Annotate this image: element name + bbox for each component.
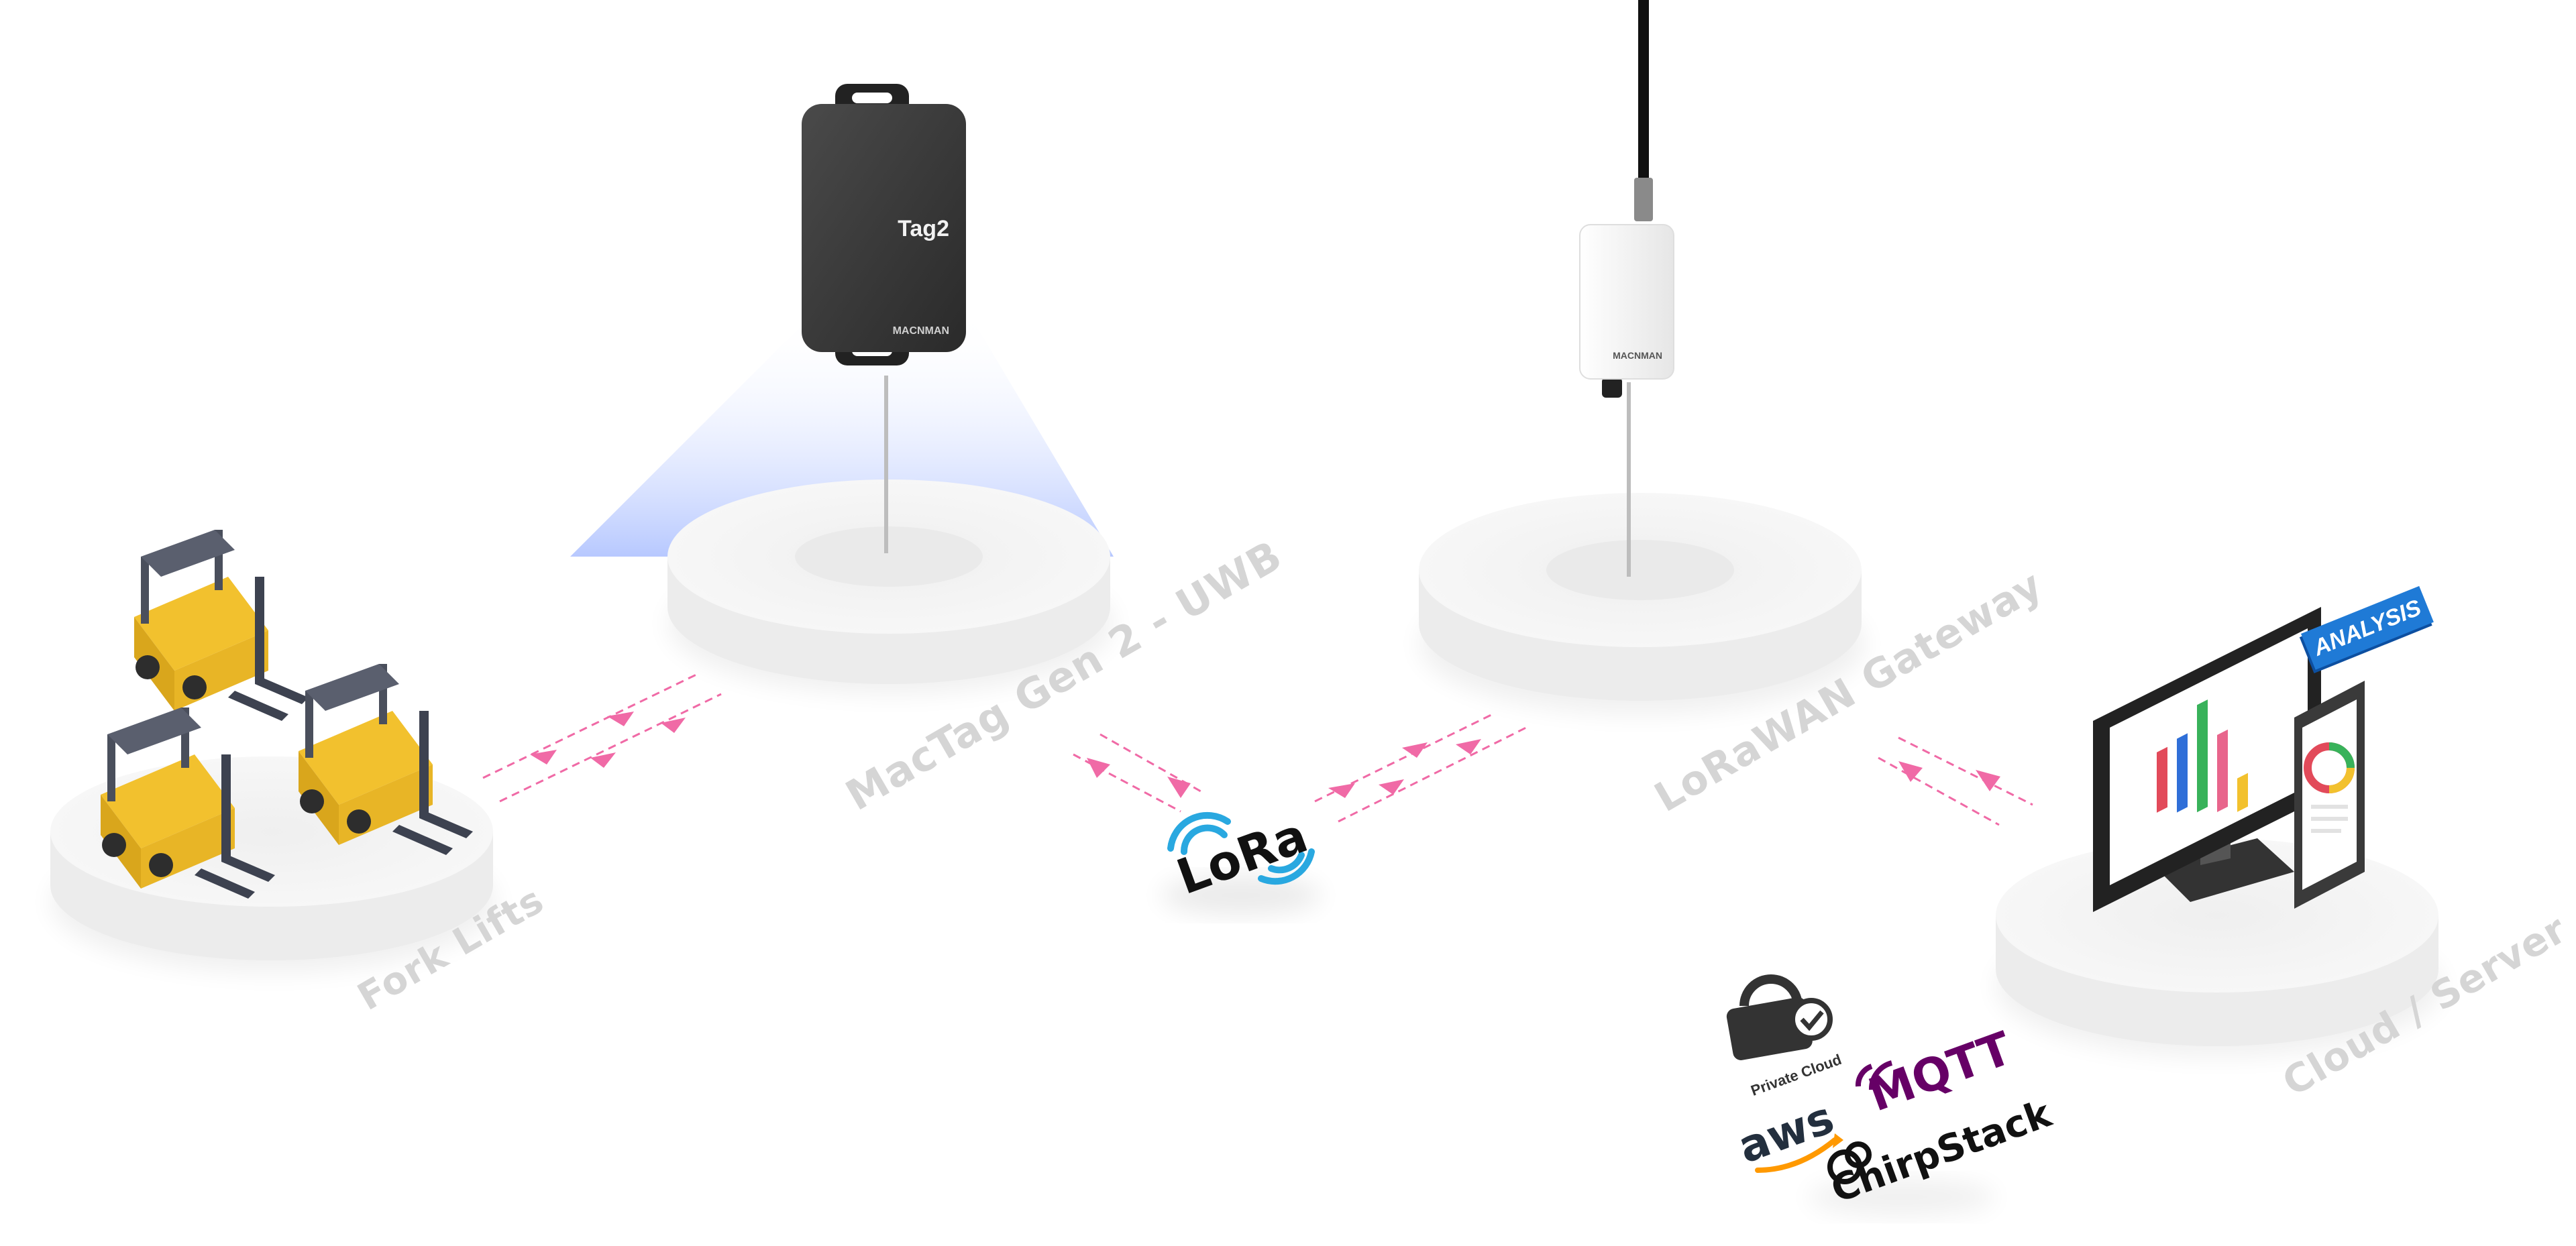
link-lora-gateway — [1314, 713, 1527, 823]
chart-bar-blue — [2177, 733, 2188, 813]
arrow-head — [1379, 779, 1404, 795]
arrow-head — [1087, 758, 1110, 778]
chirpstack-logo: ChirpStack — [1808, 1092, 2058, 1216]
arrow-head — [590, 752, 616, 768]
arrow-head — [1167, 777, 1191, 798]
gateway-brand-logo: MACNMAN — [1613, 350, 1662, 361]
lora-logo: LoRa — [1161, 807, 1322, 915]
forklift-2 — [101, 707, 275, 899]
phone-dashboard — [2294, 681, 2365, 909]
analysis-badge: ANALYSIS — [2299, 585, 2434, 673]
aws-logo: aws — [1731, 1092, 1843, 1174]
mqtt-text: MQTT — [1862, 1022, 2019, 1123]
arrow-head — [1328, 783, 1355, 798]
forklift-3 — [299, 664, 473, 855]
chart-bar-red — [2157, 746, 2167, 813]
chart-bar-green — [2197, 699, 2208, 813]
mactag-device: Tag2 MACNMAN — [802, 84, 966, 553]
arrow-head — [1456, 739, 1481, 754]
forklift-1 — [134, 530, 309, 721]
link-forklifts-tag — [482, 673, 722, 803]
private-cloud-text: Private Cloud — [1749, 1051, 1844, 1099]
arrow-head — [1898, 761, 1923, 782]
mqtt-logo: MQTT — [1855, 1022, 2019, 1123]
arrow-head — [1976, 770, 2000, 791]
tag-device-text: Tag2 — [898, 216, 949, 241]
arrow-head — [607, 712, 634, 726]
arrow-head — [530, 750, 557, 764]
platform-gateway — [1419, 493, 1865, 714]
chart-bar-pink — [2217, 729, 2228, 813]
arrow-head — [661, 718, 686, 733]
chart-bar-yellow — [2237, 773, 2248, 812]
tag-brand-logo: MACNMAN — [893, 325, 949, 337]
private-cloud-logo: Private Cloud — [1726, 974, 1844, 1099]
link-tag-lora — [1073, 733, 1201, 813]
lorawan-gateway-device: MACNMAN — [1579, 0, 1674, 577]
link-gateway-cloud — [1878, 736, 2033, 826]
platform-tag — [667, 479, 1114, 694]
arrow-head — [1402, 742, 1428, 758]
aws-text: aws — [1731, 1092, 1840, 1174]
monitor-dashboard — [2093, 607, 2321, 912]
